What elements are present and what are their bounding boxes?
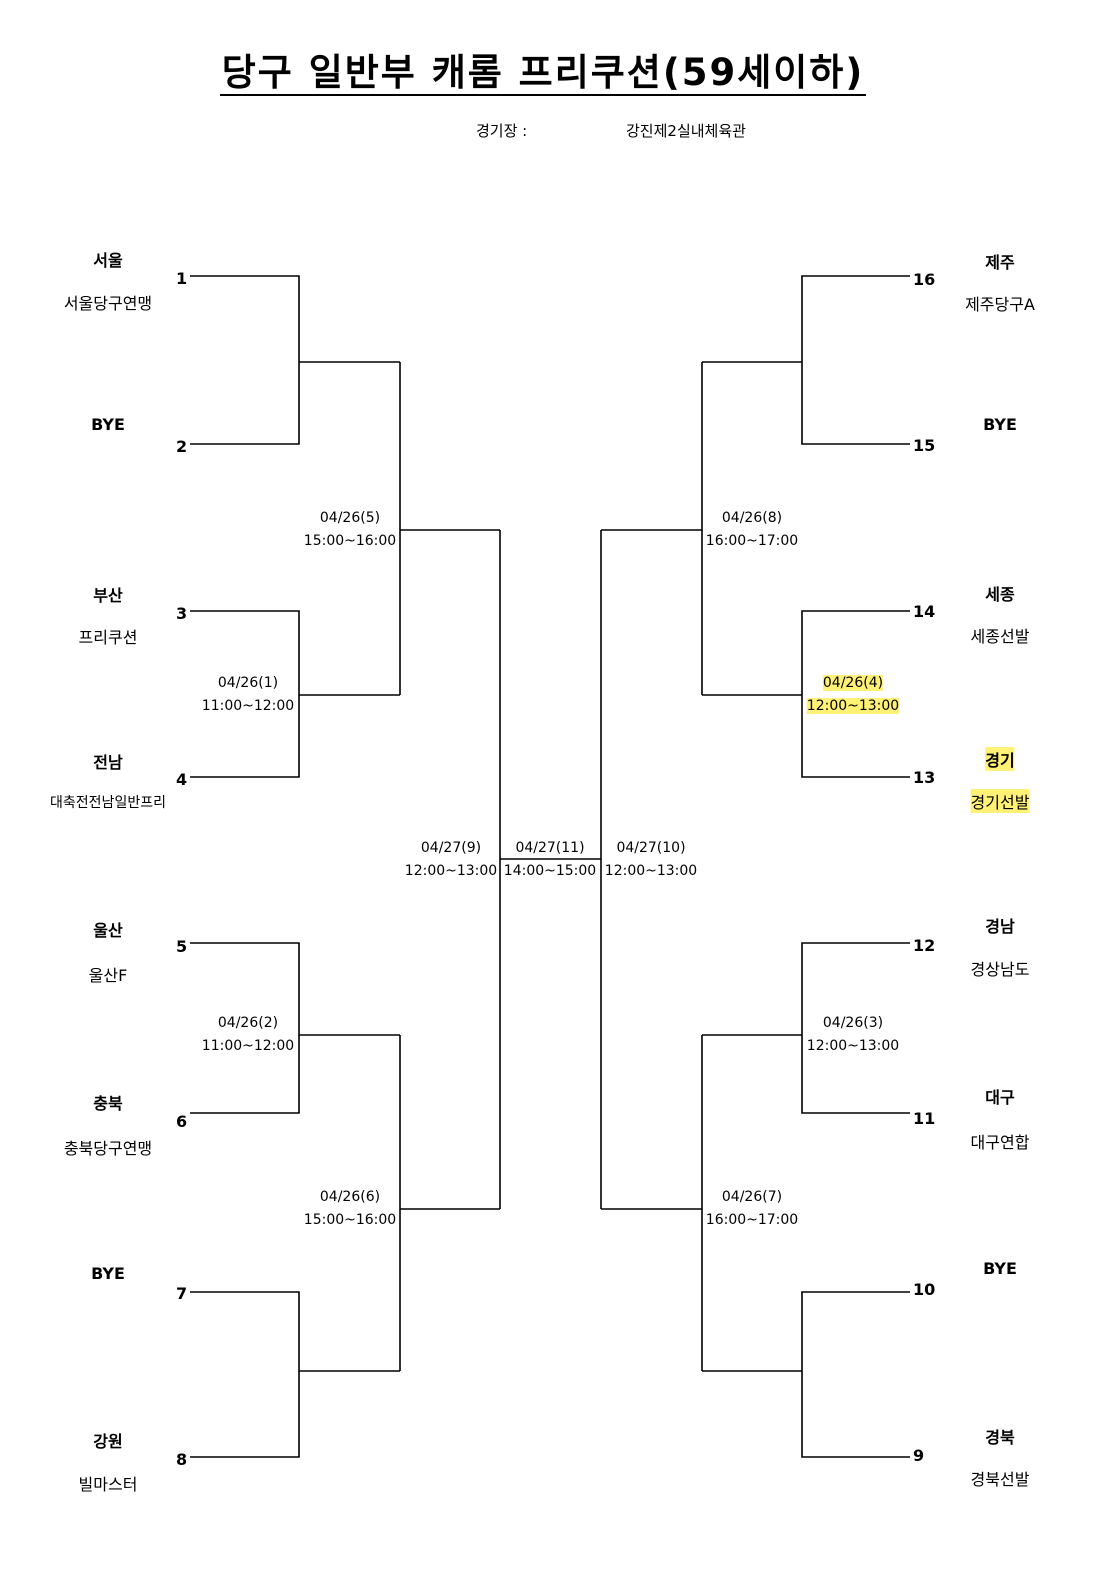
match-time: 15:00~16:00 <box>303 533 397 549</box>
match-time: 15:00~16:00 <box>303 1212 397 1228</box>
seed-number: 1 <box>176 269 188 288</box>
page-title: 당구 일반부 캐롬 프리쿠션(59세이하) <box>0 42 1086 96</box>
region-label: 강원 <box>93 1432 123 1451</box>
region-label: 경북 <box>985 1428 1015 1447</box>
title-text: 당구 일반부 캐롬 프리쿠션(59세이하) <box>219 51 867 96</box>
match-date: 04/27(10) <box>616 840 686 856</box>
match-label: 04/27(9) 12:00~13:00 <box>405 837 497 883</box>
match-date: 04/27(9) <box>420 840 482 856</box>
bracket-line-r-r1-b <box>702 610 910 778</box>
venue-value: 강진제2실내체육관 <box>626 122 746 140</box>
match-label: 04/26(3) 12:00~13:00 <box>807 1012 899 1058</box>
region-label: 경남 <box>985 917 1015 936</box>
team-name: 대구연합 <box>970 1133 1030 1152</box>
team-name: 세종선발 <box>970 627 1030 646</box>
match-label: 04/26(1) 11:00~12:00 <box>202 672 294 718</box>
match-time: 16:00~17:00 <box>705 533 799 549</box>
match-date: 04/26(3) <box>822 1015 884 1031</box>
bracket-line-l-r1-d <box>190 1291 400 1458</box>
region-label: BYE <box>983 415 1017 434</box>
match-time: 11:00~12:00 <box>201 698 295 714</box>
team-name: 프리쿠션 <box>78 628 138 647</box>
region-label: BYE <box>91 1264 125 1283</box>
region-label: 대구 <box>985 1088 1015 1107</box>
match-date-text: 04/26(4) <box>822 675 884 691</box>
match-label-highlighted: 04/26(4) 12:00~13:00 <box>806 672 900 718</box>
match-time: 12:00~13:00 <box>604 863 698 879</box>
seed-number: 15 <box>913 436 936 455</box>
region-label: 충북 <box>93 1094 123 1113</box>
match-date: 04/27(11) <box>515 840 585 856</box>
team-name: 서울당구연맹 <box>63 294 153 313</box>
team-name-highlighted: 경기선발 <box>970 789 1030 813</box>
seed-number: 2 <box>176 437 188 456</box>
team-name: 대축전전남일반프리 <box>50 795 166 811</box>
seed-number: 6 <box>176 1112 188 1131</box>
match-date: 04/26(4) <box>807 672 899 695</box>
match-time: 11:00~12:00 <box>201 1038 295 1054</box>
region-label: 부산 <box>93 586 123 605</box>
match-time-text: 12:00~13:00 <box>806 698 900 714</box>
seed-number: 7 <box>176 1284 188 1303</box>
seed-number: 8 <box>176 1450 188 1469</box>
bracket-line-l-r2-b <box>399 1035 500 1371</box>
match-time: 12:00~13:00 <box>806 695 900 718</box>
bracket-line-r-r2-a <box>601 362 703 695</box>
match-label: 04/26(6) 15:00~16:00 <box>304 1186 396 1232</box>
match-date: 04/26(8) <box>721 510 783 526</box>
team-name: 경북선발 <box>970 1470 1030 1489</box>
match-date: 04/26(1) <box>217 675 279 691</box>
team-name: 빌마스터 <box>78 1475 138 1494</box>
team-name: 제주당구A <box>965 295 1035 314</box>
bracket-line-r-r1-d <box>702 1291 910 1458</box>
region-label-highlighted: 경기 <box>985 747 1015 771</box>
region-label: 울산 <box>93 921 123 940</box>
match-date: 04/26(6) <box>319 1189 381 1205</box>
match-label: 04/26(7) 16:00~17:00 <box>706 1186 798 1232</box>
seed-number: 13 <box>913 768 936 787</box>
bracket-line-r-r1-a <box>702 275 910 445</box>
match-label: 04/27(10) 12:00~13:00 <box>605 837 697 883</box>
bracket-line-r-r1-c <box>702 942 910 1114</box>
bracket-line-l-r2-a <box>399 362 500 695</box>
match-time: 16:00~17:00 <box>705 1212 799 1228</box>
bracket-line-l-r1-b <box>190 610 400 778</box>
match-label: 04/26(8) 16:00~17:00 <box>706 507 798 553</box>
match-time: 14:00~15:00 <box>503 863 597 879</box>
region-label: 전남 <box>93 753 123 772</box>
match-label-final: 04/27(11) 14:00~15:00 <box>504 837 596 883</box>
match-date: 04/26(7) <box>721 1189 783 1205</box>
region-label: 제주 <box>985 253 1015 272</box>
match-time: 12:00~13:00 <box>806 1038 900 1054</box>
region-label: 서울 <box>93 251 123 270</box>
bracket-line-l-r1-c <box>190 942 400 1114</box>
bracket-line-r-r2-b <box>601 1035 703 1371</box>
bracket-line-l-r1-a <box>190 275 400 445</box>
seed-number: 11 <box>913 1109 936 1128</box>
seed-number: 5 <box>176 937 188 956</box>
venue-label: 경기장 : <box>476 122 528 140</box>
region-label: BYE <box>983 1259 1017 1278</box>
team-name: 경상남도 <box>970 960 1030 979</box>
match-label: 04/26(5) 15:00~16:00 <box>304 507 396 553</box>
seed-number: 9 <box>913 1446 925 1465</box>
match-label: 04/26(2) 11:00~12:00 <box>202 1012 294 1058</box>
match-time: 12:00~13:00 <box>404 863 498 879</box>
seed-number: 14 <box>913 602 936 621</box>
team-name: 울산F <box>88 966 128 985</box>
region-label: BYE <box>91 415 125 434</box>
match-date: 04/26(5) <box>319 510 381 526</box>
seed-number: 12 <box>913 936 936 955</box>
match-date: 04/26(2) <box>217 1015 279 1031</box>
seed-number: 10 <box>913 1280 936 1299</box>
seed-number: 4 <box>176 770 188 789</box>
seed-number: 16 <box>913 270 936 289</box>
team-name: 충북당구연맹 <box>63 1139 153 1158</box>
seed-number: 3 <box>176 604 188 623</box>
region-label: 세종 <box>985 585 1015 604</box>
